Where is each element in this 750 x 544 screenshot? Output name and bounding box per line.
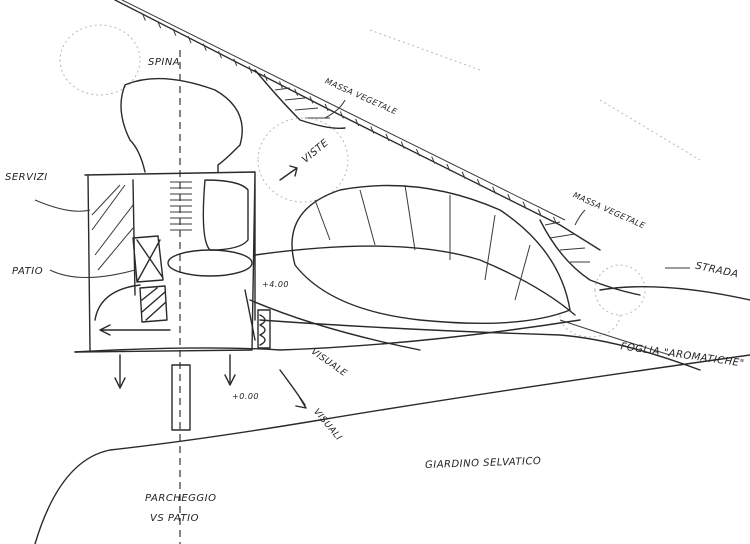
label-spina: SPINA: [148, 57, 181, 68]
road-tick: [400, 141, 405, 149]
vegetation-mass-top: [254, 69, 346, 130]
views-circle: [257, 117, 349, 203]
services-hatch: [91, 184, 134, 271]
visual-arrow: [279, 369, 307, 409]
road-tick: [309, 96, 314, 104]
lower-curve-in: [94, 284, 171, 336]
road-tick: [248, 66, 253, 74]
vegetation-mass-right: [539, 219, 641, 296]
road-tick: [355, 118, 360, 127]
leaf-shape: [291, 184, 571, 325]
road-tick: [461, 171, 466, 179]
vegetation-hatch: [274, 87, 330, 119]
road-tick: [157, 20, 162, 29]
faint-circle-left: [59, 24, 141, 96]
label-patio: PATIO: [12, 266, 44, 277]
down-arrows: [114, 354, 236, 389]
road-tick: [263, 73, 268, 81]
patio-pool: [167, 249, 253, 277]
top-blob: [120, 77, 243, 173]
road-tick: [370, 126, 375, 134]
road-tick: [492, 186, 497, 194]
road-tick: [294, 88, 299, 97]
road-tick: [385, 133, 390, 142]
ground-line-3: [249, 299, 421, 351]
leader-massa-2: [574, 209, 586, 226]
road-tick: [431, 156, 436, 164]
label-vs-patio: VS PATIO: [150, 513, 199, 524]
label-servizi: SERVIZI: [5, 172, 48, 183]
leaf-veins: [314, 184, 531, 301]
room-right: [202, 179, 249, 251]
road-tick: [476, 178, 481, 187]
ramp: [244, 289, 271, 349]
road-tick: [233, 58, 238, 66]
views-arrow: [279, 165, 298, 181]
road-edge-line: [114, 0, 601, 251]
road-curve: [599, 285, 750, 301]
road-tick: [537, 209, 542, 217]
parking-strip: [171, 364, 191, 431]
faint-boundary-line: [369, 29, 701, 161]
road-tick: [172, 28, 177, 36]
label-level-upper: +4.00: [262, 280, 290, 289]
ground-line-2: [259, 319, 701, 371]
garden-boundary: [34, 354, 750, 544]
road-tick: [507, 194, 512, 202]
road-edge-line-inner: [121, 0, 566, 221]
leaders-left: [34, 199, 671, 356]
stair-lines: [170, 181, 192, 231]
road-tick: [218, 51, 222, 59]
patio-box: [132, 235, 164, 283]
leader-massa-1: [324, 99, 346, 119]
leaf-midrib: [254, 245, 576, 316]
road-tick: [278, 81, 283, 89]
road-tick: [446, 163, 451, 172]
road-tick: [202, 43, 207, 51]
road-tick: [339, 111, 344, 119]
road-tick: [522, 201, 527, 209]
road-tick: [415, 148, 420, 157]
road-tick: [187, 35, 192, 44]
circles-right: [559, 264, 646, 338]
label-level-lower: +0.00: [232, 392, 260, 401]
label-parcheggio: PARCHEGGIO: [145, 493, 217, 504]
building-outline: [74, 171, 256, 353]
vegetation-hatch-right: [544, 221, 590, 263]
road-tick: [141, 13, 146, 21]
dark-hatch-block: [139, 285, 168, 323]
road-tick: [324, 103, 329, 112]
